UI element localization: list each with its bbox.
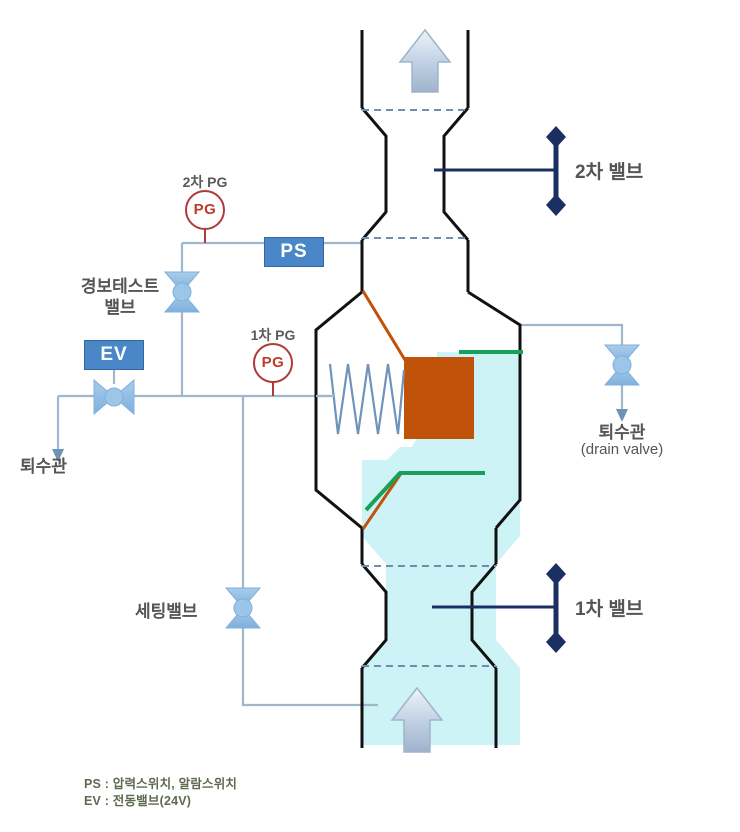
secondary-valve-marker: [434, 126, 566, 216]
alarm-test-valve-icon[interactable]: [163, 271, 201, 313]
secondary-pressure-gauge-icon: [185, 190, 225, 230]
primary-valve-label: 1차 밸브: [575, 599, 644, 620]
primary-pressure-gauge-icon: [253, 343, 293, 383]
setting-valve-label: 세팅밸브: [135, 602, 198, 621]
secondary-valve-label: 2차 밸브: [575, 162, 644, 183]
pressure-switch-tag[interactable]: PS: [264, 237, 324, 267]
left-drain-arrowhead: [52, 449, 64, 462]
solenoid-valve-tag[interactable]: EV: [84, 340, 144, 370]
clapper-arm-lines: [361, 290, 407, 530]
primary-pg-label: 1차 PG: [250, 327, 296, 343]
secondary-pg-label: 2차 PG: [182, 174, 228, 190]
water-fill-region: [362, 352, 520, 745]
alarm-test-valve-label-line2: 밸브: [104, 298, 136, 317]
legend-line-ps: PS : 압력스위치, 알람스위치: [84, 777, 238, 791]
inlet-flow-arrow-icon: [390, 686, 444, 753]
solenoid-valve-icon[interactable]: [93, 368, 135, 416]
alarm-test-valve-label-line1: 경보테스트: [80, 277, 160, 296]
pipe-outline: [314, 30, 522, 748]
left-drain-label: 퇴수관: [20, 457, 67, 476]
legend-line-ev: EV : 전동밸브(24V): [84, 794, 192, 808]
valve-seat-lines: [364, 350, 523, 512]
clapper-block: [404, 357, 474, 439]
spring-coil: [328, 363, 406, 435]
right-drain-label-line2: (drain valve): [580, 441, 664, 458]
primary-valve-marker: [432, 563, 566, 653]
flange-dashed-lines: [362, 109, 496, 667]
legend: PS : 압력스위치, 알람스위치 EV : 전동밸브(24V): [84, 776, 237, 810]
primary-pg-symbol-label: PG: [261, 354, 285, 371]
outlet-flow-arrow-icon: [398, 28, 452, 93]
right-drain-arrowhead: [616, 409, 628, 422]
setting-valve-icon[interactable]: [224, 587, 262, 629]
right-drain-valve-icon[interactable]: [603, 344, 641, 386]
right-drain-label-line1: 퇴수관: [598, 423, 646, 442]
secondary-pg-symbol-label: PG: [193, 201, 217, 218]
